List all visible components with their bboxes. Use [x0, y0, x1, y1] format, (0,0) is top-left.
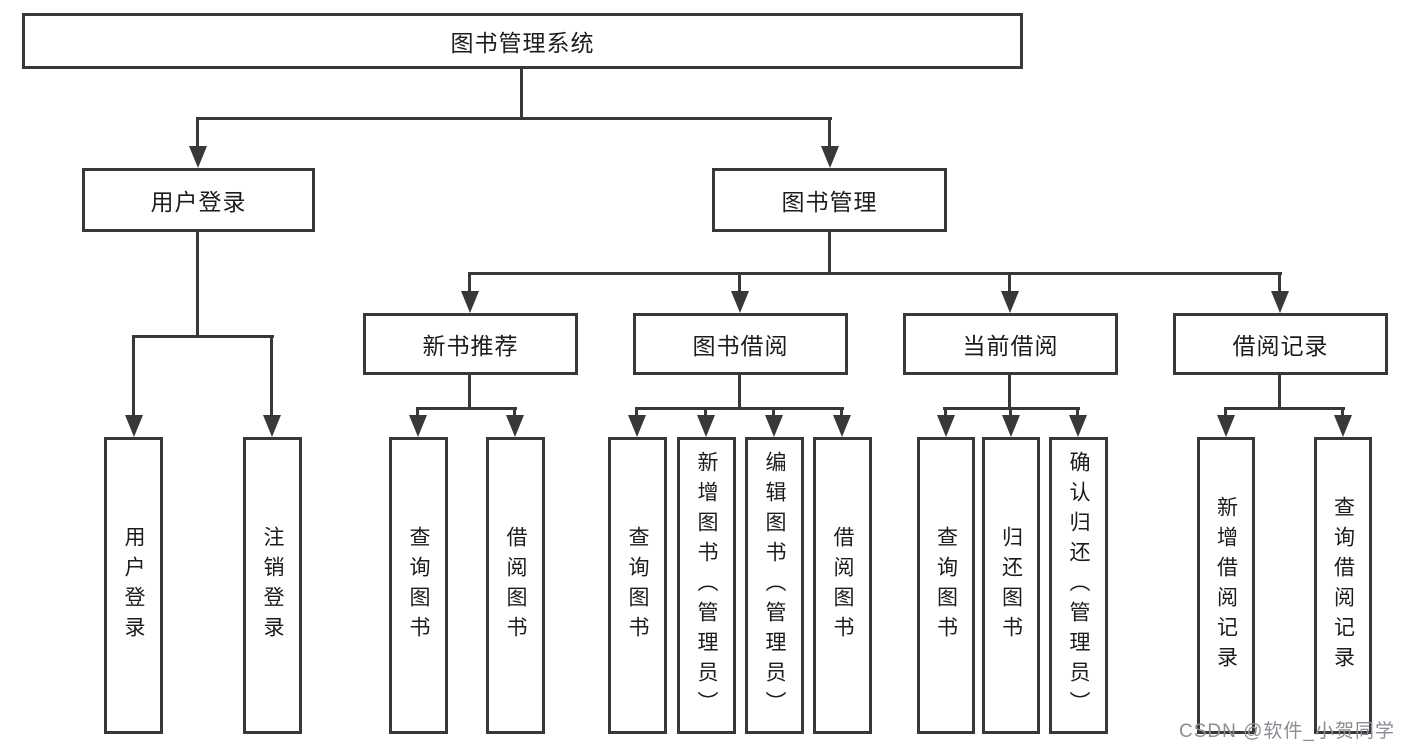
arrow-down-icon	[409, 407, 427, 437]
leaf-edit-books-admin-label: 编辑图书（管理员）	[763, 450, 787, 721]
arrow-down-icon	[937, 407, 955, 437]
node-book-management: 图书管理	[712, 168, 947, 232]
node-book-borrowing-label: 图书借阅	[692, 333, 789, 359]
leaf-query-borrow-record-label: 查询借阅记录	[1331, 495, 1355, 676]
leaf-borrow-books-borrowing: 借阅图书	[813, 437, 872, 734]
arrow-down-icon	[765, 407, 783, 437]
node-borrowing-records: 借阅记录	[1173, 313, 1388, 375]
arrow-down-icon	[189, 117, 207, 168]
leaf-return-books-label: 归还图书	[999, 525, 1023, 646]
node-current-borrowing: 当前借阅	[903, 313, 1118, 375]
leaf-query-books-current: 查询图书	[917, 437, 975, 734]
leaf-confirm-return-admin: 确认归还（管理员）	[1049, 437, 1108, 734]
connector-new-book-recommend-trunk	[468, 375, 471, 410]
leaf-confirm-return-admin-label: 确认归还（管理员）	[1067, 450, 1091, 721]
arrow-down-icon	[731, 272, 749, 313]
connector-root-split	[197, 117, 832, 120]
connector-book-management-trunk	[828, 232, 831, 275]
node-root: 图书管理系统	[22, 13, 1023, 69]
connector-user-login-split	[132, 335, 274, 338]
leaf-add-borrow-record-label: 新增借阅记录	[1214, 495, 1238, 676]
leaf-return-books: 归还图书	[982, 437, 1040, 734]
node-user-login: 用户登录	[82, 168, 315, 232]
leaf-query-books-borrowing-label: 查询图书	[626, 525, 650, 646]
connector-user-login-trunk	[196, 232, 199, 338]
leaf-query-borrow-record: 查询借阅记录	[1314, 437, 1372, 734]
arrow-down-icon	[125, 335, 143, 437]
leaf-query-books-current-label: 查询图书	[934, 525, 958, 646]
connector-root-trunk	[520, 69, 523, 120]
leaf-add-books-admin: 新增图书（管理员）	[677, 437, 736, 734]
node-current-borrowing-label: 当前借阅	[962, 333, 1059, 359]
connector-book-borrowing-trunk	[738, 375, 741, 410]
arrow-down-icon	[1217, 407, 1235, 437]
leaf-borrow-books-recommend: 借阅图书	[486, 437, 545, 734]
arrow-down-icon	[697, 407, 715, 437]
node-book-borrowing: 图书借阅	[633, 313, 848, 375]
arrow-down-icon	[1271, 272, 1289, 313]
csdn-watermark: CSDN @软件_小贺同学	[1179, 721, 1395, 742]
arrow-down-icon	[1002, 407, 1020, 437]
leaf-logout: 注销登录	[243, 437, 302, 734]
arrow-down-icon	[1334, 407, 1352, 437]
leaf-edit-books-admin: 编辑图书（管理员）	[745, 437, 804, 734]
arrow-down-icon	[821, 117, 839, 168]
leaf-query-books-borrowing: 查询图书	[608, 437, 667, 734]
leaf-add-borrow-record: 新增借阅记录	[1197, 437, 1255, 734]
connector-borrowing-records-split	[1224, 407, 1345, 410]
node-user-login-label: 用户登录	[150, 189, 247, 215]
node-root-label: 图书管理系统	[450, 30, 595, 56]
arrow-down-icon	[833, 407, 851, 437]
leaf-borrow-books-recommend-label: 借阅图书	[504, 525, 528, 646]
leaf-borrow-books-borrowing-label: 借阅图书	[831, 525, 855, 646]
arrow-down-icon	[263, 335, 281, 437]
leaf-logout-label: 注销登录	[261, 525, 285, 646]
arrow-down-icon	[461, 272, 479, 313]
arrow-down-icon	[506, 407, 524, 437]
connector-book-borrowing-split	[635, 407, 844, 410]
leaf-query-books-recommend: 查询图书	[389, 437, 448, 734]
node-book-management-label: 图书管理	[781, 189, 878, 215]
connector-borrowing-records-trunk	[1278, 375, 1281, 410]
connector-new-book-recommend-split	[416, 407, 517, 410]
leaf-add-books-admin-label: 新增图书（管理员）	[695, 450, 719, 721]
connector-book-management-split	[469, 272, 1282, 275]
node-borrowing-records-label: 借阅记录	[1232, 333, 1329, 359]
leaf-user-login-label: 用户登录	[122, 525, 146, 646]
node-new-book-recommend-label: 新书推荐	[422, 333, 519, 359]
leaf-user-login: 用户登录	[104, 437, 163, 734]
node-new-book-recommend: 新书推荐	[363, 313, 578, 375]
arrow-down-icon	[628, 407, 646, 437]
leaf-query-books-recommend-label: 查询图书	[407, 525, 431, 646]
arrow-down-icon	[1069, 407, 1087, 437]
arrow-down-icon	[1001, 272, 1019, 313]
connector-current-borrowing-trunk	[1008, 375, 1011, 410]
